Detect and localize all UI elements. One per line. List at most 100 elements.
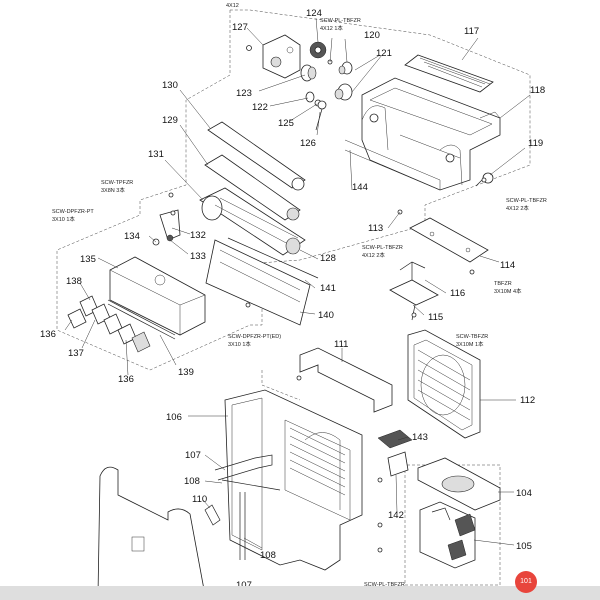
part-122-collar <box>305 91 315 103</box>
label-104: 104 <box>516 488 532 499</box>
screw-label-113b: 4X12 2本 <box>362 251 385 259</box>
screw-label-131b: 3X8N 3本 <box>101 186 125 194</box>
part-129-roller <box>204 154 301 221</box>
label-128: 128 <box>320 253 336 264</box>
label-113: 113 <box>368 223 383 234</box>
label-115: 115 <box>428 312 443 323</box>
bottom-scroll-bar <box>0 586 600 600</box>
label-108a: 108 <box>184 476 200 487</box>
part-132-bracket <box>159 209 181 242</box>
part-131-drum <box>199 187 306 256</box>
part-112-grille <box>407 329 481 439</box>
label-127: 127 <box>232 22 248 33</box>
label-122: 122 <box>252 102 268 113</box>
label-105: 105 <box>516 541 532 552</box>
screw-label-top: 4X12 <box>226 3 239 9</box>
label-126: 126 <box>300 138 316 149</box>
base-shell <box>97 466 206 596</box>
label-111: 111 <box>334 339 348 350</box>
part-135-housing <box>109 256 206 336</box>
label-108b: 108 <box>260 550 276 561</box>
part-136-filter-set <box>67 308 151 353</box>
part-105-tank <box>419 501 476 569</box>
label-106: 106 <box>166 412 182 423</box>
label-135: 135 <box>80 254 96 265</box>
page-number-badge[interactable]: 101 <box>515 571 537 593</box>
leader-lines <box>64 17 531 549</box>
label-138: 138 <box>66 276 82 287</box>
label-120: 120 <box>364 30 380 41</box>
screw-label-115a: SCW-TBFZR <box>456 334 488 340</box>
label-139: 139 <box>178 367 194 378</box>
screw-label-134a: SCW-DPFZR-PT <box>52 209 94 215</box>
part-108-rod <box>221 479 281 560</box>
part-121-pulley <box>334 83 353 101</box>
label-125: 125 <box>278 118 294 129</box>
label-144: 144 <box>352 182 368 193</box>
label-112: 112 <box>520 395 535 406</box>
label-119: 119 <box>528 138 543 149</box>
part-143-label <box>377 429 413 449</box>
screw-markers <box>168 45 487 553</box>
part-117-top-plate <box>404 54 494 93</box>
part-124-gear <box>309 41 327 59</box>
part-127-motor-bracket <box>262 34 301 79</box>
screw-label-114a: TBFZR <box>494 281 512 287</box>
label-132: 132 <box>190 230 206 241</box>
label-123: 123 <box>236 88 252 99</box>
label-129: 129 <box>162 115 178 126</box>
part-110-clip <box>204 504 221 526</box>
part-120-bushing <box>338 61 353 75</box>
screw-label-119b: 4X12 2本 <box>506 204 529 212</box>
screw-label-140b: 3X10 1本 <box>228 340 251 348</box>
part-107-rod <box>214 454 273 481</box>
label-134: 134 <box>124 231 140 242</box>
label-136b: 136 <box>118 374 134 385</box>
label-136a: 136 <box>40 329 56 340</box>
label-133: 133 <box>190 251 206 262</box>
label-121: 121 <box>376 48 392 59</box>
part-104-tray <box>417 457 501 511</box>
label-142: 142 <box>388 510 404 521</box>
label-143: 143 <box>412 432 428 443</box>
screw-label-124b: 4X12 1本 <box>320 24 343 32</box>
label-130: 130 <box>162 80 178 91</box>
label-124: 124 <box>306 8 322 19</box>
part-118-main-frame <box>344 77 501 191</box>
part-116-spring-bracket <box>399 261 426 282</box>
part-130-roller <box>207 121 306 191</box>
label-137: 137 <box>68 348 84 359</box>
screw-label-113a: SCW-PL-TBFZR <box>362 245 403 251</box>
label-107: 107 <box>185 450 201 461</box>
part-106-front-housing <box>224 389 363 571</box>
label-140: 140 <box>318 310 334 321</box>
part-115-base <box>389 279 439 321</box>
label-107b: 107 <box>236 580 252 591</box>
screw-label-119a: SCW-PL-TBFZR <box>506 198 547 204</box>
label-114: 114 <box>500 260 515 271</box>
part-141-rod <box>227 237 319 279</box>
part-139-rail <box>107 299 176 340</box>
screw-label-114b: 3X10M 4本 <box>494 287 522 295</box>
screw-spec-labels: 4X12 SCW-PL-TBFZR 4X12 1本 SCW-PL-TBFZR 4… <box>52 3 547 588</box>
screw-label-131a: SCW-TPFZR <box>101 180 133 186</box>
screw-label-140a: SCW-DPFZR-PT(ED) <box>228 334 281 340</box>
label-131: 131 <box>148 149 164 160</box>
label-116: 116 <box>450 288 465 299</box>
part-123-gear <box>300 64 317 82</box>
screw-label-115b: 3X10M 1本 <box>456 340 484 348</box>
screw-label-bottom: SCW-PL-TBFZR <box>364 582 405 588</box>
subassembly-outlines <box>56 9 531 586</box>
screw-label-124a: SCW-PL-TBFZR <box>320 18 361 24</box>
label-117: 117 <box>464 26 479 37</box>
part-140-guide-plate <box>205 239 311 326</box>
label-110: 110 <box>192 494 207 505</box>
screw-label-134b: 3X10 1本 <box>52 215 75 223</box>
label-118: 118 <box>530 85 545 96</box>
part-142-panel <box>387 451 409 477</box>
part-number-labels: 127 124 120 121 117 123 122 125 126 118 … <box>40 8 545 591</box>
part-111-frame <box>299 347 393 413</box>
label-141: 141 <box>320 283 336 294</box>
part-114-plate <box>409 217 489 263</box>
